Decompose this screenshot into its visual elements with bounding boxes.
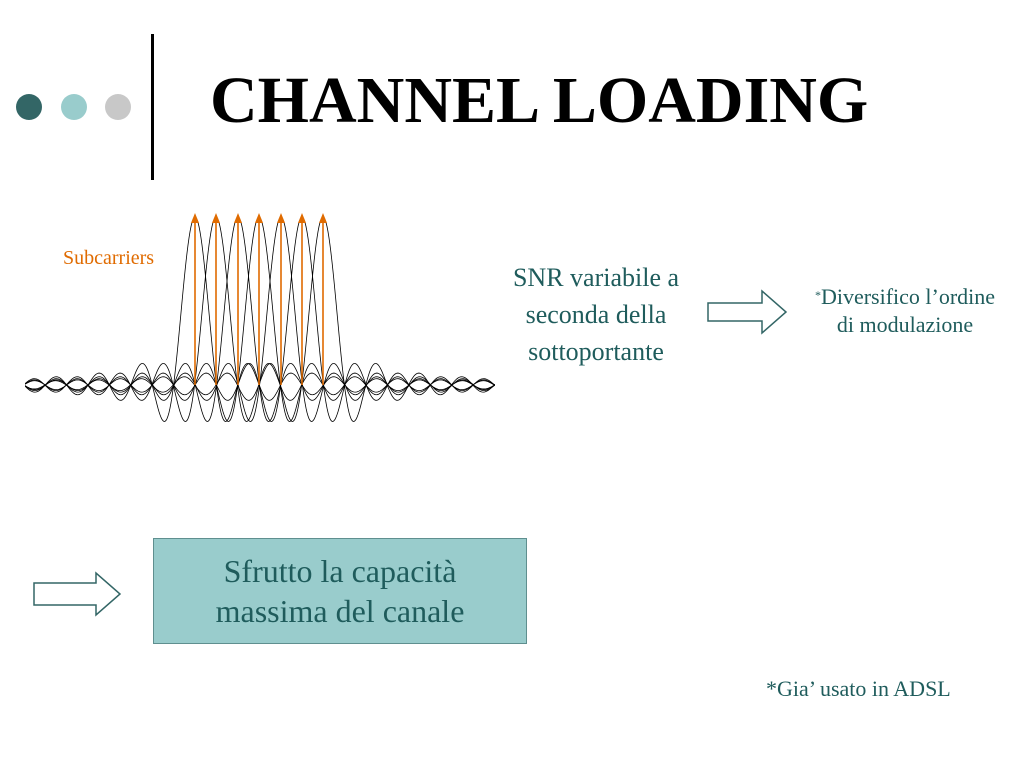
- subcarriers-label: Subcarriers: [63, 247, 155, 269]
- title-divider: [151, 34, 154, 180]
- decorative-dot-gray: [105, 94, 131, 120]
- subcarrier-arrowhead: [191, 213, 199, 223]
- snr-line-3: sottoportante: [528, 337, 664, 366]
- footnote: *Gia’ usato in ADSL: [766, 676, 951, 701]
- decorative-dot-dark: [16, 94, 42, 120]
- decorative-dot-light: [61, 94, 87, 120]
- sinc-waveform: [25, 216, 495, 422]
- footnote-marker: *: [814, 288, 821, 302]
- modulation-text: *Diversifico l’ordine di modulazione: [795, 283, 1015, 339]
- snr-text: SNR variabile a seconda della sottoporta…: [480, 259, 712, 370]
- sinc-waveform: [25, 216, 495, 422]
- capacity-box: Sfrutto la capacità massima del canale: [153, 538, 527, 644]
- sinc-waveforms: [25, 216, 495, 422]
- subcarrier-arrowhead: [255, 213, 263, 223]
- modulation-line-2: di modulazione: [836, 312, 974, 337]
- subcarrier-arrowhead: [277, 213, 285, 223]
- sinc-waveform: [25, 216, 495, 422]
- snr-line-1: SNR variabile a: [512, 263, 680, 292]
- right-arrow-icon: [33, 571, 122, 617]
- ofdm-spectrum-diagram: [25, 213, 495, 422]
- right-arrow-icon: [707, 289, 788, 335]
- slide-title: CHANNEL LOADING: [210, 64, 869, 137]
- capacity-line-2: massima del canale: [215, 593, 465, 629]
- snr-line-2: seconda della: [525, 300, 667, 329]
- subcarrier-arrowhead: [319, 213, 327, 223]
- subcarrier-arrows: [191, 213, 327, 385]
- modulation-line-1: *Diversifico l’ordine: [795, 283, 1015, 311]
- subcarrier-arrowhead: [298, 213, 306, 223]
- subcarrier-arrowhead: [234, 213, 242, 223]
- capacity-line-1: Sfrutto la capacità: [223, 553, 457, 589]
- modulation-line-1-text: Diversifico l’ordine: [820, 284, 996, 309]
- subcarrier-arrowhead: [212, 213, 220, 223]
